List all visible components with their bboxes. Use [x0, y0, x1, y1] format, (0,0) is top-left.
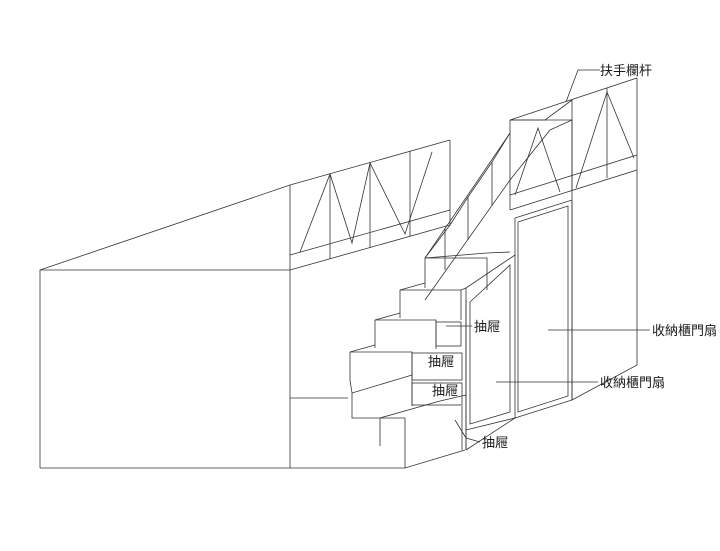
label-cabinet-door-right: 收納櫃門扇: [652, 323, 717, 339]
label-handrail: 扶手欄杆: [600, 63, 652, 79]
label-drawer-middle: 抽屜: [428, 355, 454, 370]
label-drawer-bottom: 抽屜: [482, 436, 508, 451]
stair-handrail: [424, 132, 511, 301]
tall-cabinet: [514, 199, 573, 419]
label-cabinet-door-lower: 收納櫃門扇: [600, 375, 665, 391]
label-drawer-lower: 抽屜: [432, 384, 458, 399]
loft-railing-left: [289, 139, 451, 271]
under-stair-cabinet: [465, 254, 516, 451]
loft-railing-right: [509, 77, 638, 401]
leader-lines: [446, 69, 650, 443]
label-drawer-top: 抽屜: [474, 320, 500, 335]
wall-block: [39, 184, 405, 469]
